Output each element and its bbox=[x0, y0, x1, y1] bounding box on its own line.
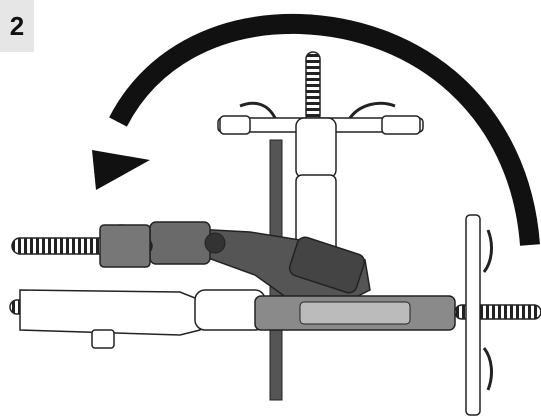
bike-vertical-top-view-icon bbox=[217, 51, 424, 401]
folded-bike-top-view-icon bbox=[9, 214, 541, 416]
curved-rotate-counterclockwise-arrow-icon bbox=[92, 13, 540, 246]
folded-front-wheel-icon bbox=[11, 224, 153, 268]
bike-rotating-midway-icon bbox=[119, 221, 371, 306]
step-number-badge: 2 bbox=[0, 0, 34, 52]
